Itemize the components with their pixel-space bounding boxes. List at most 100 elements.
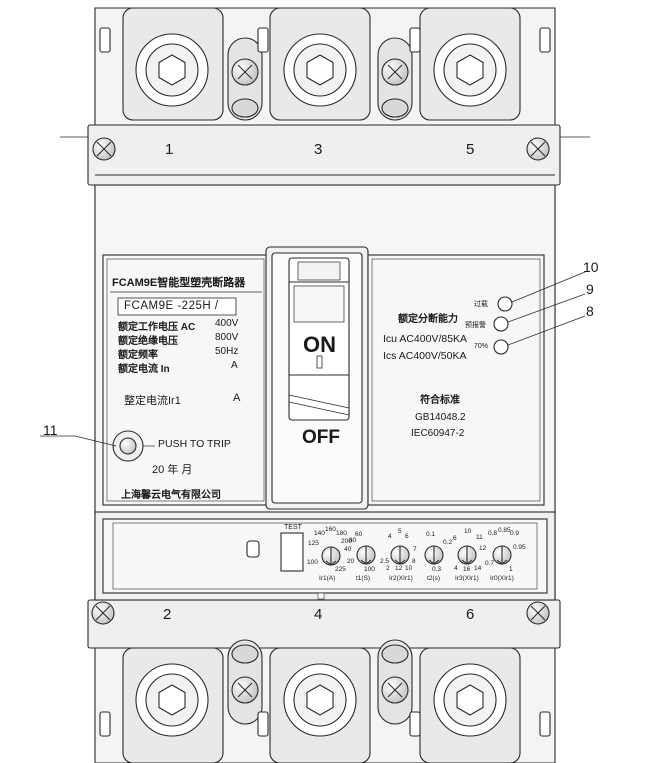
standard-gb: GB14048.2 <box>415 412 466 423</box>
terminal-pocket-3 <box>269 7 371 121</box>
dial-t1-scale: 60 <box>355 531 363 538</box>
dial-ir1-scale: 180 <box>336 530 347 537</box>
nameplate-title: FCAM9E智能型塑壳断路器 <box>112 277 246 289</box>
push-to-trip-button[interactable] <box>112 430 144 462</box>
terminal-label-4: 4 <box>314 606 323 623</box>
left-nameplate <box>102 254 269 506</box>
breaker-flange-bottom <box>87 599 561 649</box>
dial-ir3-scale: 11 <box>476 534 483 541</box>
callout-8: 8 <box>586 303 594 319</box>
rated-voltage-label: 额定工作电压 AC <box>118 322 196 333</box>
model-number: FCAM9E -225H / <box>124 300 219 312</box>
insulation-voltage-label: 额定绝缘电压 <box>118 336 178 347</box>
dial-ir0-scale: 1 <box>509 566 513 573</box>
callout-9: 9 <box>586 281 594 297</box>
dial-t1-scale: 40 <box>344 546 352 553</box>
indicator-label-prealarm: 预报警 <box>465 322 486 329</box>
dial-ir3-scale: 16 <box>463 566 471 573</box>
dial-t2-caption: t2(s) <box>427 575 440 582</box>
dial-ir2-scale: 10 <box>405 565 413 572</box>
dial-t2-scale: 0.1 <box>426 531 436 538</box>
callout-10: 10 <box>583 259 599 275</box>
dial-t1-caption: t1(S) <box>356 575 371 582</box>
company-name: 上海馨云电气有限公司 <box>121 490 221 501</box>
controller-indicator <box>246 540 260 558</box>
off-label: OFF <box>302 427 340 448</box>
dial-ir2-scale: 5 <box>398 528 402 535</box>
breaking-capacity-title: 额定分断能力 <box>398 314 458 325</box>
indicator-lamp-prealarm <box>493 316 509 332</box>
set-current-unit: A <box>233 392 241 404</box>
breaker-flange <box>87 124 561 186</box>
rated-frequency-label: 额定频率 <box>118 350 158 361</box>
push-to-trip-label: PUSH TO TRIP <box>158 438 231 450</box>
aux-screw-top-right <box>377 37 413 121</box>
terminal-label-5: 5 <box>466 141 475 158</box>
terminal-label-2: 2 <box>163 606 172 623</box>
dial-ir2-scale: 6 <box>405 533 409 540</box>
ics-rating: Ics AC400V/50KA <box>383 350 467 362</box>
on-indicator <box>316 355 323 369</box>
icu-rating: Icu AC400V/85KA <box>383 333 468 345</box>
callout-11: 11 <box>43 422 58 438</box>
indicator-lamp-overload <box>497 296 513 312</box>
mount-screw-bottom-right <box>526 601 550 625</box>
dial-ir0-scale: 0.8 <box>488 530 498 537</box>
dial-ir3-scale: 10 <box>464 528 472 535</box>
dial-ir2-scale: 4 <box>388 533 392 540</box>
dial-ir1-scale: 200 <box>341 538 352 545</box>
rated-frequency-value: 50Hz <box>215 346 239 357</box>
terminal-pocket-5 <box>419 7 521 121</box>
breaker-handle[interactable] <box>288 257 350 421</box>
terminal-label-3: 3 <box>314 141 323 158</box>
dial-ir3-scale: 6 <box>453 535 457 542</box>
dial-ir0-scale: 0.7 <box>485 560 495 567</box>
dial-ir2-scale: 2.5 <box>380 558 390 565</box>
dial-ir1-scale: 225 <box>335 566 346 573</box>
dial-ir3[interactable] <box>457 545 477 565</box>
dial-ir0-scale: 0.95 <box>513 544 526 551</box>
terminal-label-1: 1 <box>165 141 174 158</box>
dial-ir0[interactable] <box>492 545 512 565</box>
dial-ir3-scale: 4 <box>454 565 458 572</box>
indicator-lamp-70 <box>493 339 509 355</box>
set-current-label: 整定电流Ir1 <box>124 395 181 407</box>
dial-t2[interactable] <box>424 545 444 565</box>
dial-ir0-scale: 0.85 <box>498 527 511 534</box>
terminal-pocket-1 <box>122 7 224 121</box>
terminal-pocket-2 <box>122 647 224 763</box>
test-label: TEST <box>284 524 302 531</box>
standard-iec: IEC60947-2 <box>411 428 465 439</box>
dial-ir2-scale: 12 <box>395 565 403 572</box>
date-line: 20 年 月 <box>152 464 193 476</box>
rated-current-value: A <box>231 360 238 371</box>
dial-ir1-scale: 100 <box>307 559 318 566</box>
dial-ir1[interactable] <box>321 546 341 566</box>
dial-t1-scale: 80 <box>349 537 357 544</box>
indicator-label-overload: 过载 <box>474 301 488 308</box>
dial-ir2-scale: 7 <box>413 546 417 553</box>
dial-t1-scale: 20 <box>347 558 355 565</box>
terminal-pocket-4 <box>269 647 371 763</box>
dial-ir2[interactable] <box>390 545 410 565</box>
dial-ir0-scale: 0.9 <box>510 530 520 537</box>
mount-screw-bottom-left <box>91 601 115 625</box>
dial-t2-scale: 0.2 <box>443 539 453 546</box>
dial-ir3-scale: 14 <box>474 565 482 572</box>
dial-ir1-scale: 160 <box>325 526 336 533</box>
dial-t2-scale: 0.3 <box>432 566 442 573</box>
mount-screw-top-left <box>92 137 116 161</box>
dial-t1-scale: 100 <box>364 566 375 573</box>
aux-screw-top-left <box>227 37 263 121</box>
dial-ir3-caption: Ir3(XIr1) <box>455 575 479 582</box>
test-button[interactable] <box>280 532 304 572</box>
dial-ir2-scale: 8 <box>412 558 416 565</box>
dial-t1[interactable] <box>356 545 376 565</box>
insulation-voltage-value: 800V <box>215 332 239 343</box>
rated-voltage-value: 400V <box>215 318 239 329</box>
dial-ir3-scale: 12 <box>479 545 487 552</box>
dial-ir2-scale: 2 <box>386 565 390 572</box>
dial-ir1-scale: 125 <box>308 540 319 547</box>
dial-ir1-caption: Ir1(A) <box>319 575 336 582</box>
